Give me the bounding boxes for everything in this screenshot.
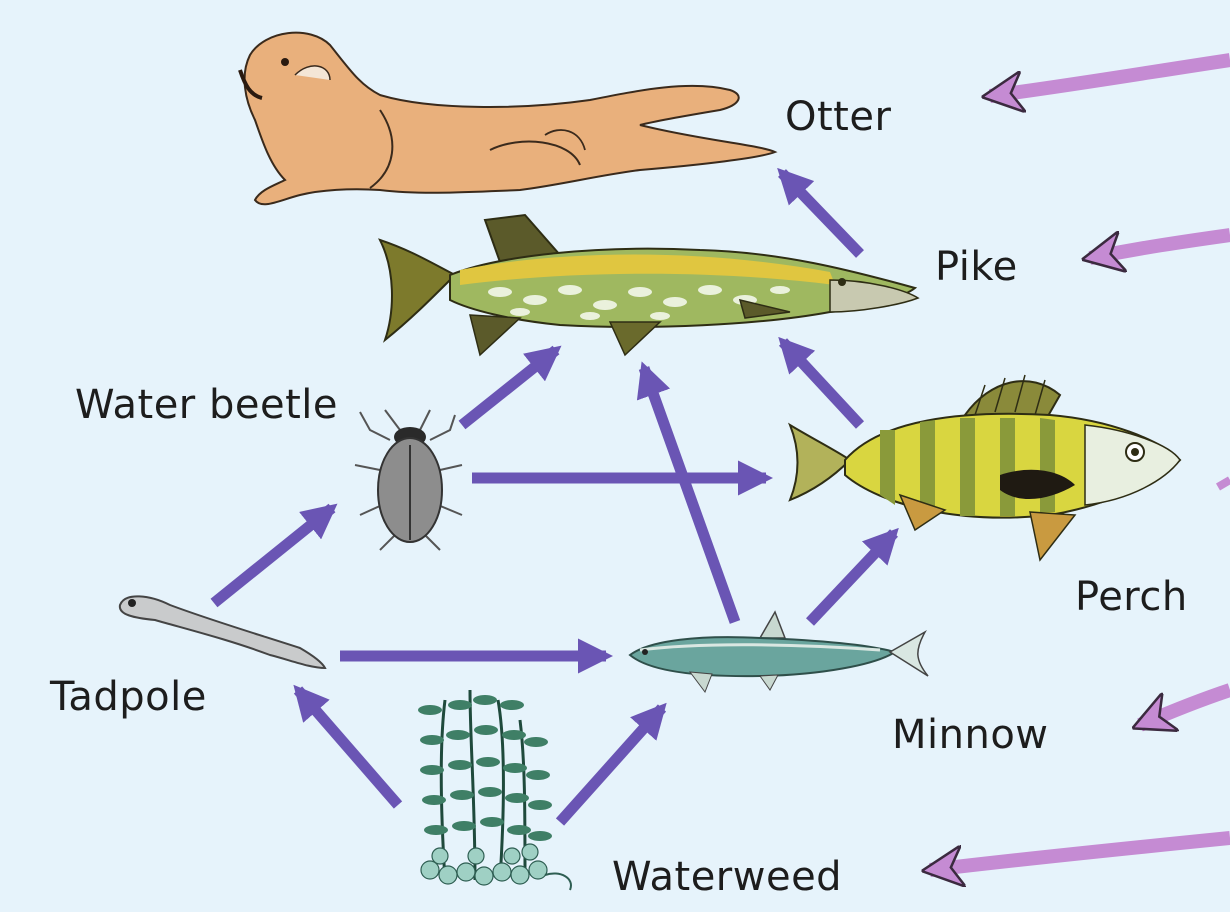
pointer-arrow-perch-stub (1215, 476, 1230, 491)
pointer-arrow-waterweed (930, 831, 1230, 870)
water-beetle-illustration (354, 409, 463, 551)
arrow-water-beetle-to-pike (458, 345, 562, 430)
arrow-waterweed-to-minnow (555, 702, 667, 826)
label-tadpole: Tadpole (49, 674, 207, 720)
pointer-arrow-minnow (1140, 683, 1230, 725)
pike-illustration (378, 213, 920, 357)
arrow-tadpole-to-water-beetle (210, 503, 338, 608)
arrow-minnow-to-perch (806, 527, 899, 626)
label-minnow: Minnow (892, 712, 1049, 758)
pointer-arrow-otter (990, 53, 1230, 96)
arrow-perch-to-pike (778, 336, 865, 429)
pointer-arrow-pike (1090, 228, 1230, 258)
minnow-illustration (628, 610, 929, 694)
label-otter: Otter (785, 94, 891, 140)
label-waterweed: Waterweed (612, 854, 842, 900)
otter-illustration (238, 31, 778, 206)
arrow-minnow-to-pike (636, 361, 741, 624)
label-water-beetle: Water beetle (75, 382, 338, 428)
arrow-waterweed-to-tadpole (293, 684, 403, 809)
perch-illustration (787, 374, 1182, 562)
arrow-pike-to-otter (777, 167, 864, 258)
waterweed-illustration (418, 689, 572, 891)
tadpole-illustration (118, 595, 327, 670)
label-perch: Perch (1075, 574, 1188, 620)
label-pike: Pike (935, 244, 1018, 290)
